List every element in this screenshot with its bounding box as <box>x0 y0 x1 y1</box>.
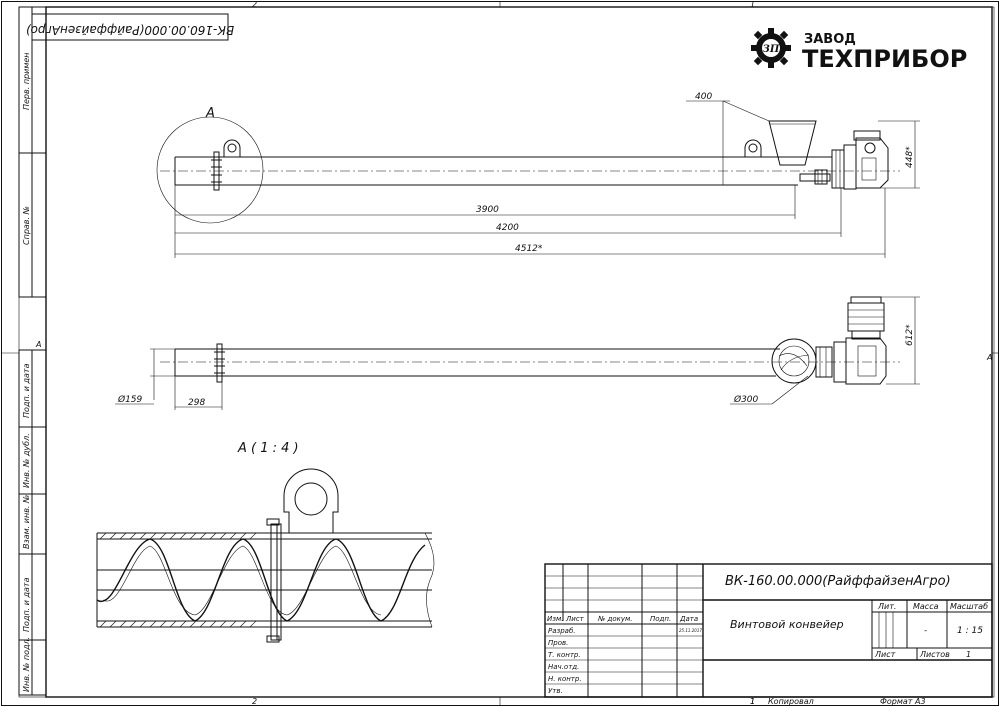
strip-podp-data-2: Подп. и дата <box>22 577 31 632</box>
zone-label-bottom-left: 2 <box>252 697 257 706</box>
footer-format: Формат А3 <box>880 697 926 706</box>
front-view-dimensions <box>115 296 920 410</box>
factory-logo-icon: ЗП <box>751 28 791 68</box>
tb-name: Винтовой конвейер <box>730 618 844 631</box>
logo-line1: ЗАВОД <box>804 32 856 47</box>
zone-label-right: A <box>986 353 992 362</box>
rotated-stamp-text: ВК-160.00.000(РайффайзенАгро) <box>26 23 234 37</box>
strip-inv-dubl: Инв. № дубл. <box>22 433 31 488</box>
dim-4200: 4200 <box>496 223 519 233</box>
zone-label-bottom-right: 1 <box>750 697 755 706</box>
tb-scale-header: Масштаб <box>950 602 988 611</box>
strip-podp-data-1: Подп. и дата <box>22 363 31 418</box>
strip-vzam-inv: Взам. инв. № <box>22 495 31 549</box>
detail-title: A ( 1 : 4 ) <box>237 441 299 456</box>
top-view-dimensions <box>174 100 920 258</box>
footer-num: 1 <box>750 697 755 706</box>
logo-line2: ТЕХПРИБОР <box>802 45 967 73</box>
top-view-conveyor <box>156 116 900 224</box>
tb-col-doc: № докум. <box>597 615 633 623</box>
rotated-stamp-box <box>31 13 229 41</box>
dim-612: 612* <box>905 324 915 346</box>
tb-sheet-label: Лист <box>874 650 896 659</box>
tb-col-podp: Подп. <box>650 615 671 623</box>
tb-row-utv: Утв. <box>548 687 563 695</box>
detail-a-section <box>96 468 435 643</box>
tb-mass-value: - <box>924 626 927 636</box>
tb-row-razrab: Разраб. <box>548 627 576 635</box>
strip-sprav-no: Справ. № <box>22 206 31 245</box>
zone-label-left: A <box>35 340 41 349</box>
dim-298: 298 <box>188 398 205 408</box>
strip-perv-primen: Перв. примен <box>22 52 31 110</box>
tb-col-list: Лист <box>565 615 585 623</box>
front-view-conveyor <box>160 296 900 385</box>
tb-row-tkontr: Т. контр. <box>548 651 581 659</box>
tb-date-value: 25.11.2017 <box>679 628 702 633</box>
svg-text:ЗП: ЗП <box>763 44 780 55</box>
tb-sheets-label: Листов <box>919 650 950 659</box>
strip-inv-podl: Инв. № подл. <box>22 637 31 692</box>
tb-lit-header: Лит. <box>877 602 896 611</box>
dim-159: Ø159 <box>117 394 143 405</box>
tb-scale-value: 1 : 15 <box>957 626 983 636</box>
view-label-a: A <box>205 106 215 121</box>
footer-copied: Копировал <box>768 697 814 706</box>
tb-mass-header: Масса <box>913 602 939 611</box>
tb-designation: ВК-160.00.000(РайффайзенАгро) <box>725 574 951 589</box>
dim-4512: 4512* <box>515 244 543 254</box>
tb-col-date: Дата <box>679 615 698 623</box>
dim-300: Ø300 <box>733 394 759 405</box>
left-strip <box>18 6 47 696</box>
tb-row-nkontr: Н. контр. <box>548 675 582 683</box>
tb-col-izm: Изм. <box>547 615 563 623</box>
tb-row-prov: Пров. <box>548 639 568 647</box>
zone-label-top-right: 1 <box>750 0 755 9</box>
dim-448: 448* <box>905 146 915 168</box>
title-block <box>544 563 993 698</box>
dim-3900: 3900 <box>476 205 499 215</box>
dim-400: 400 <box>695 92 712 102</box>
tb-row-nachotd: Нач.отд. <box>548 663 579 671</box>
zone-label-top-left: 2 <box>252 0 257 9</box>
tb-sheets-value: 1 <box>966 650 971 659</box>
